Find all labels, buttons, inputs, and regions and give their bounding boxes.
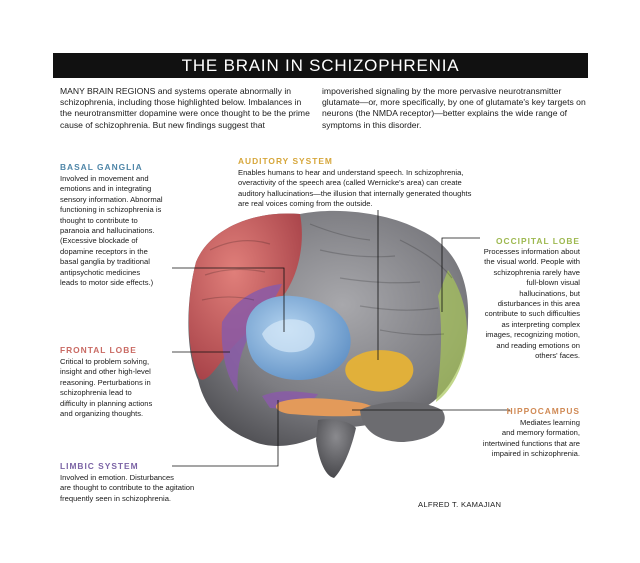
basal-ganglia-inner xyxy=(262,319,315,353)
auditory-system-region xyxy=(345,350,414,392)
hippocampus-line: intertwined functions that are xyxy=(482,438,580,448)
basal-ganglia-line: sensory information. Abnormal xyxy=(60,194,163,204)
occipital-lobe-line: full-blown visual xyxy=(526,278,580,288)
occipital-lobe-line: schizophrenia rarely have xyxy=(493,267,580,277)
occipital-lobe-line: as interpreting complex xyxy=(501,319,580,329)
occipital-lobe-line: others' faces. xyxy=(535,351,580,361)
hippocampus-region xyxy=(275,398,376,417)
occipital-lobe-line: disturbances in this area xyxy=(497,299,580,309)
basal-ganglia-line: antipsychotic medicines xyxy=(60,267,141,277)
occipital-lobe-region xyxy=(436,270,468,402)
hippocampus-label: HIPPOCAMPUS xyxy=(506,406,580,416)
occipital-lobe-line: Processes information about xyxy=(483,247,580,256)
frontal-lobe-desc: Critical to problem solving, insight and… xyxy=(60,357,190,419)
leader-occipital-lobe xyxy=(441,237,480,312)
auditory-system-line: Enables humans to hear and understand sp… xyxy=(238,168,464,177)
occipital-lobe-line: contribute to such difficulties xyxy=(484,309,580,319)
occipital-lobe-desc: Processes information about the visual w… xyxy=(440,247,580,361)
hippocampus-line: and memory formation, xyxy=(501,428,580,438)
basal-ganglia-line: functioning in schizophrenia is xyxy=(60,205,162,215)
intro-text-left: MANY BRAIN REGIONS and systems operate a… xyxy=(60,86,310,130)
basal-ganglia-title: BASAL GANGLIA xyxy=(60,162,143,172)
hippocampus-line: Mediates learning xyxy=(520,418,580,427)
limbic-system-line: Involved in emotion. Disturbances xyxy=(60,473,174,482)
limbic-system-line: are thought to contribute to the agitati… xyxy=(60,483,195,493)
leader-basal-ganglia xyxy=(172,267,285,332)
auditory-system-line: auditory hallucinations—the illusion tha… xyxy=(238,188,472,198)
auditory-system-line: overactivity of the speech area (called … xyxy=(238,178,462,188)
limbic-system-desc: Involved in emotion. Disturbances are th… xyxy=(60,473,260,504)
basal-ganglia-line: dopamine receptors in the xyxy=(60,246,148,256)
basal-ganglia-label: BASAL GANGLIA xyxy=(60,162,143,172)
occipital-lobe-label: OCCIPITAL LOBE xyxy=(496,236,580,246)
occipital-lobe-line: and reading emotions on xyxy=(496,340,580,350)
frontal-lobe-label: FRONTAL LOBE xyxy=(60,345,137,355)
auditory-system-desc: Enables humans to hear and understand sp… xyxy=(238,168,538,210)
intro-text-right: impoverished signaling by the more perva… xyxy=(322,86,586,130)
basal-ganglia-desc: Involved in movement and emotions and in… xyxy=(60,174,190,288)
frontal-lobe-line: insight and other high-level xyxy=(60,367,151,377)
frontal-lobe-line: and organizing thoughts. xyxy=(60,409,144,419)
frontal-lobe-line: Critical to problem solving, xyxy=(60,357,150,366)
frontal-lobe-line: reasoning. Perturbations in xyxy=(60,377,151,387)
occipital-lobe-line: the visual world. People with xyxy=(484,257,580,267)
occipital-lobe-line: images, recognizing motion, xyxy=(485,330,580,340)
basal-ganglia-line: (Excessive blockade of xyxy=(60,236,138,246)
gyri-texture xyxy=(201,223,453,336)
auditory-system-line: are real voices coming from the outside. xyxy=(238,199,373,209)
hippocampus-desc: Mediates learning and memory formation, … xyxy=(450,418,580,460)
illustrator-credit: ALFRED T. KAMAJIAN xyxy=(418,500,502,509)
leader-lines xyxy=(172,210,510,467)
limbic-system-region xyxy=(221,284,282,392)
hippocampus-line: impaired in schizophrenia. xyxy=(491,449,580,459)
auditory-system-label: AUDITORY SYSTEM xyxy=(238,156,333,166)
frontal-lobe-line: difficulty in planning actions xyxy=(60,398,153,408)
leader-limbic-system xyxy=(172,400,279,467)
title-banner: THE BRAIN IN SCHIZOPHRENIA xyxy=(53,53,588,78)
cerebellum-region xyxy=(360,401,445,442)
frontal-lobe-region xyxy=(188,213,302,380)
occipital-lobe-line: hallucinations, but xyxy=(519,288,580,298)
basal-ganglia-line: thought to contribute to xyxy=(60,215,138,225)
basal-ganglia-line: paranoia and hallucinations. xyxy=(60,226,155,236)
basal-ganglia-line: emotions and in integrating xyxy=(60,184,152,194)
basal-ganglia-line: basal ganglia by traditional xyxy=(60,257,150,267)
frontal-lobe-line: schizophrenia lead to xyxy=(60,388,132,398)
limbic-system-label: LIMBIC SYSTEM xyxy=(60,461,139,471)
basal-ganglia-line: Involved in movement and xyxy=(60,174,149,183)
basal-ganglia-line: leads to motor side effects.) xyxy=(60,278,154,288)
limbic-system-line: frequently seen in schizophrenia. xyxy=(60,493,172,503)
brain-stem-region xyxy=(316,419,356,478)
page-title: THE BRAIN IN SCHIZOPHRENIA xyxy=(181,55,460,75)
